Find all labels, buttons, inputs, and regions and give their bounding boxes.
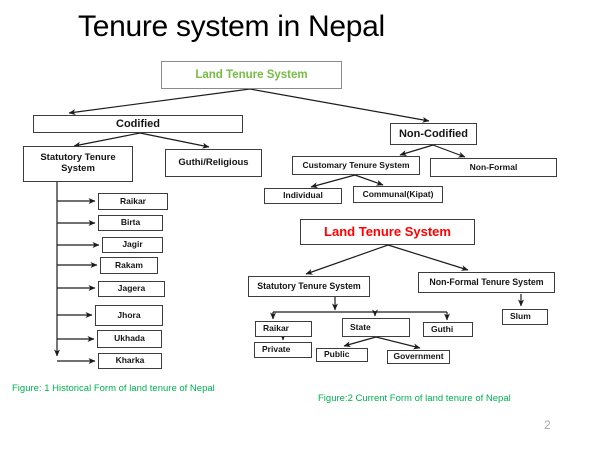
slide-title: Tenure system in Nepal	[78, 10, 385, 43]
fig1-tenure-jagir-box: Jagir	[102, 237, 163, 253]
page-number: 2	[544, 418, 551, 432]
fig2-root-box: Land Tenure System	[300, 219, 475, 245]
fig1-individual-box: Individual	[264, 188, 342, 204]
fig2-guthi-box: Guthi	[423, 322, 473, 337]
fig1-statutory-tenure-box: Statutory Tenure System	[23, 146, 133, 182]
fig1-customary-tenure-box: Customary Tenure System	[292, 156, 420, 175]
fig1-tenure-ukhada-box: Ukhada	[97, 330, 162, 348]
fig1-codified-box: Codified	[33, 115, 243, 133]
fig1-tenure-kharka-box: Kharka	[98, 353, 162, 369]
fig1-non-formal-box: Non-Formal	[430, 158, 557, 177]
fig1-tenure-birta-box: Birta	[98, 215, 163, 231]
fig1-non-codified-box: Non-Codified	[390, 123, 477, 145]
fig1-tenure-raikar-box: Raikar	[98, 193, 168, 210]
fig2-non-formal-tenure-box: Non-Formal Tenure System	[418, 272, 555, 293]
fig1-root-box: Land Tenure System	[161, 61, 342, 89]
fig2-public-box: Public	[316, 348, 368, 362]
fig2-slum-box: Slum	[502, 309, 548, 325]
fig1-tenure-jagera-box: Jagera	[98, 281, 165, 297]
fig1-guthi-religious-box: Guthi/Religious	[165, 149, 262, 177]
figure1-caption: Figure: 1 Historical Form of land tenure…	[12, 383, 215, 394]
figure2-caption: Figure:2 Current Form of land tenure of …	[318, 393, 511, 404]
fig1-communal-kipat-box: Communal(Kipat)	[353, 186, 443, 203]
fig2-raikar-box: Raikar	[255, 321, 312, 337]
fig2-state-box: State	[342, 318, 410, 337]
fig2-government-box: Government	[387, 350, 450, 364]
fig2-statutory-tenure-box: Statutory Tenure System	[248, 276, 370, 297]
fig1-tenure-jhora-box: Jhora	[95, 305, 163, 326]
fig1-tenure-rakam-box: Rakam	[100, 257, 158, 274]
fig2-private-box: Private	[254, 342, 312, 358]
fig1-list-connectors	[54, 182, 100, 364]
